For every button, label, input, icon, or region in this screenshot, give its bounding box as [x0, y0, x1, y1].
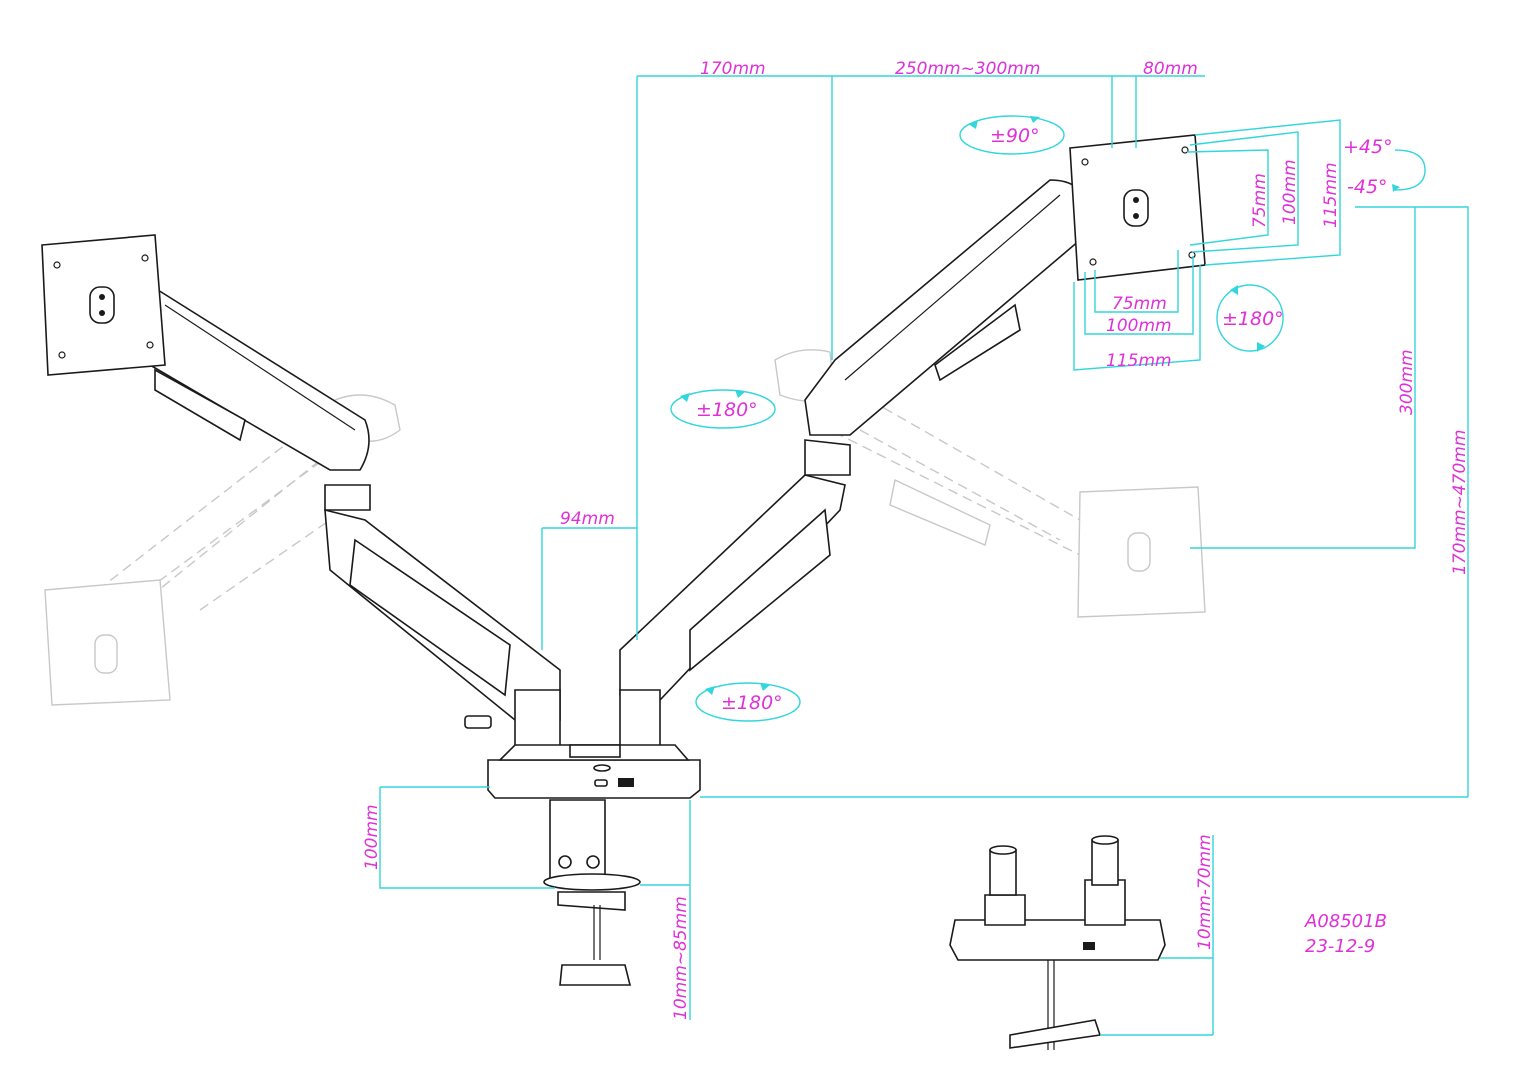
label-170mm: 170mm	[700, 59, 766, 79]
model-code: A08501B	[1304, 911, 1387, 932]
left-vesa-plate	[41, 234, 166, 376]
label-94mm: 94mm	[560, 509, 615, 529]
desk-base	[487, 744, 701, 799]
label-clamp-100mm: 100mm	[362, 804, 382, 870]
right-arm-ghost	[774, 349, 1206, 618]
label-rotation-180: ±180°	[1222, 308, 1284, 330]
label-vesa-75-vertical: 75mm	[1250, 173, 1270, 228]
rotation-labels: ±90° ±180° ±180° ±180° +45° -45°	[696, 125, 1393, 714]
label-swivel-90: ±90°	[990, 125, 1040, 147]
label-250-300mm: 250mm~300mm	[895, 59, 1040, 79]
label-clamp-10-85mm: 10mm~85mm	[671, 896, 691, 1020]
label-vesa-100-horizontal: 100mm	[1106, 316, 1172, 336]
label-base-180: ±180°	[721, 692, 783, 714]
left-arm	[149, 283, 561, 756]
rotation-indicators	[670, 115, 1426, 722]
right-arm	[619, 179, 1086, 756]
label-grommet-10-70mm: 10mm-70mm	[1195, 834, 1215, 950]
label-80mm: 80mm	[1143, 59, 1198, 79]
dimension-lines	[379, 75, 1469, 1036]
model-date: 23-12-9	[1305, 936, 1375, 957]
label-tilt-up: +45°	[1343, 136, 1393, 158]
label-vesa-115-horizontal: 115mm	[1106, 351, 1172, 371]
label-170-470mm: 170mm~470mm	[1450, 430, 1470, 575]
label-tilt-down: -45°	[1347, 176, 1388, 198]
label-elbow-180: ±180°	[696, 399, 758, 421]
dimension-labels: 170mm 250mm~300mm 80mm 94mm 75mm 100mm 1…	[362, 59, 1470, 1020]
label-vesa-75-horizontal: 75mm	[1112, 294, 1167, 314]
label-300mm: 300mm	[1397, 349, 1417, 415]
right-vesa-plate	[1069, 134, 1206, 281]
label-vesa-115-vertical: 115mm	[1321, 162, 1341, 228]
c-clamp	[543, 799, 641, 986]
model-info: A08501B 23-12-9	[1304, 911, 1387, 957]
label-vesa-100-vertical: 100mm	[1280, 159, 1300, 225]
grommet-mount	[949, 835, 1166, 1050]
